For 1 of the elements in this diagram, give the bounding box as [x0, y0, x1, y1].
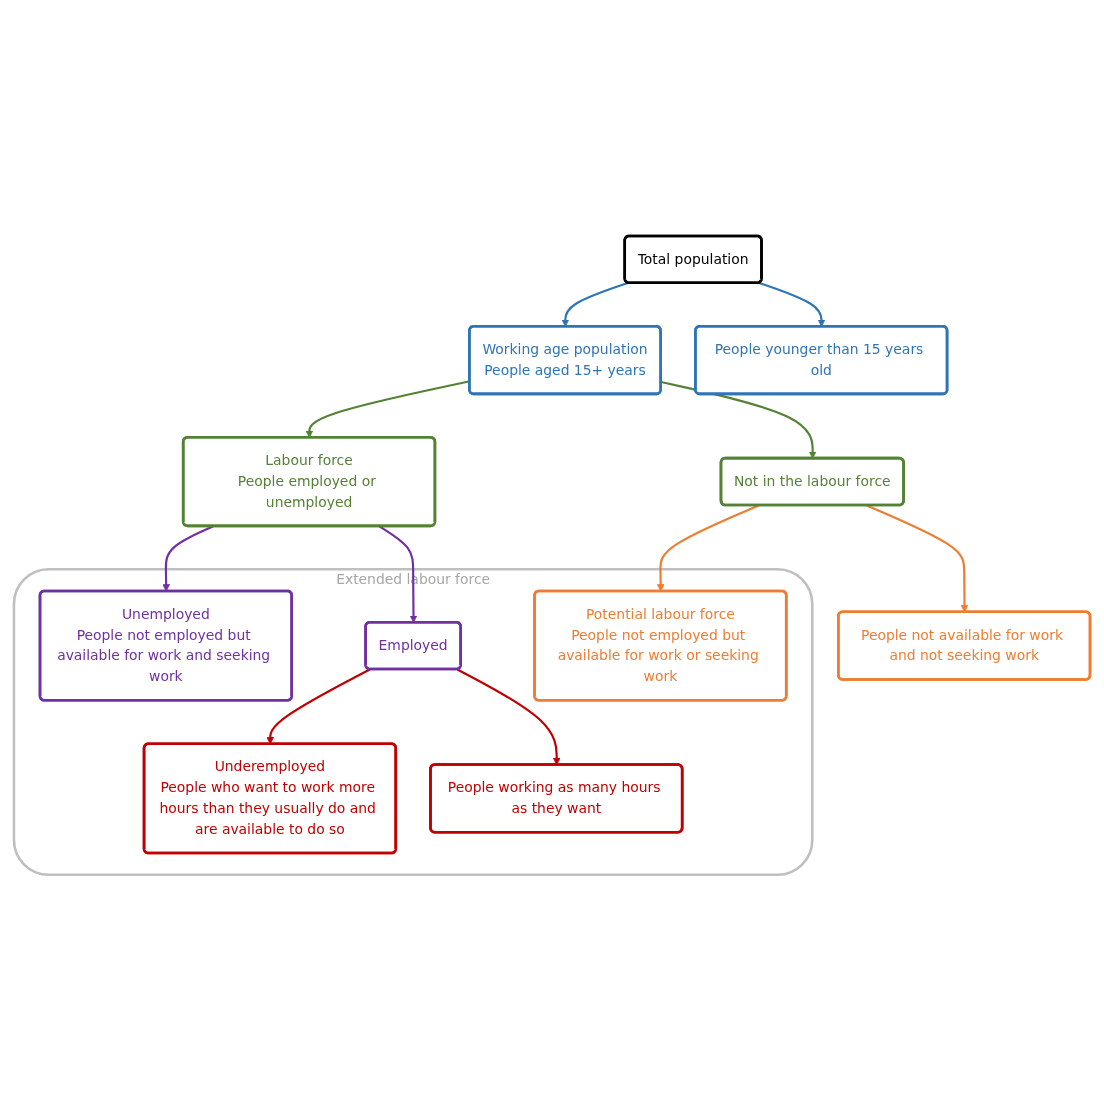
arrow [456, 668, 561, 765]
